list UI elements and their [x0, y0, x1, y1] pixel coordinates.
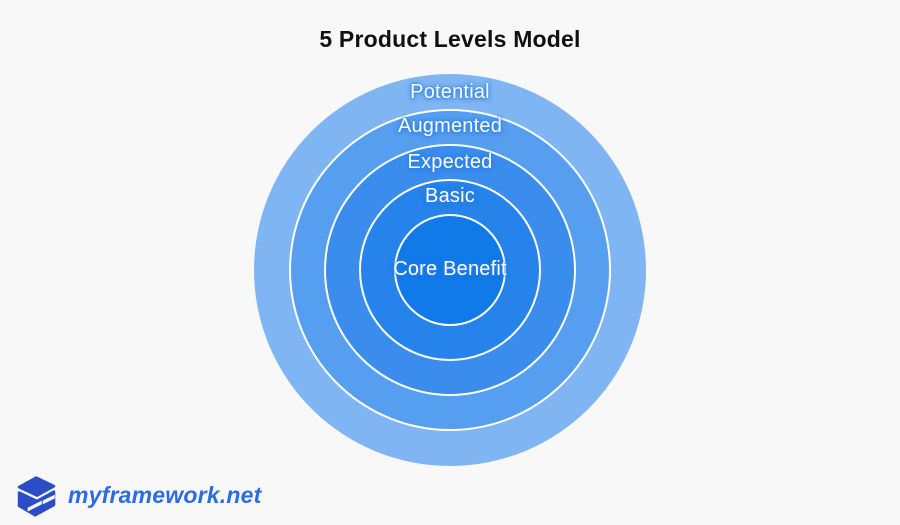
circle-core-benefit	[394, 214, 506, 326]
ring-label-augmented: Augmented	[397, 115, 503, 137]
brand-text: myframework.net	[68, 482, 262, 508]
ring-label-expected: Expected	[407, 151, 493, 173]
ring-label-core-benefit: Core Benefit	[393, 258, 507, 280]
brand-watermark: myframework.net	[16, 473, 261, 518]
cube-logo-icon	[16, 473, 58, 518]
page-title: 5 Product Levels Model	[319, 26, 581, 52]
ring-label-basic: Basic	[425, 185, 475, 207]
ring-label-potential: Potential	[410, 81, 490, 103]
